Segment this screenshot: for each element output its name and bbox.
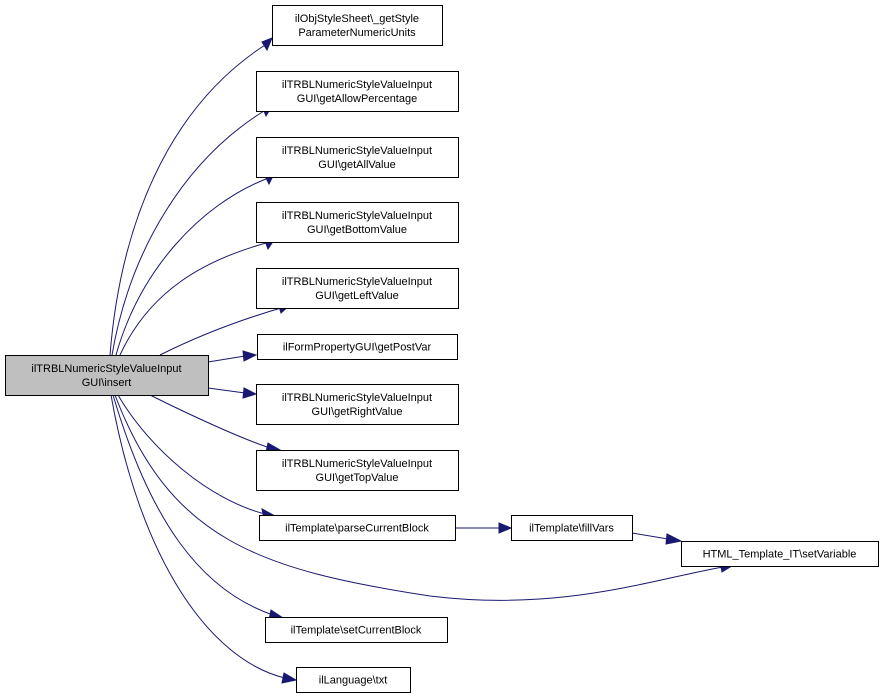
node-label: ilTemplate\parseCurrentBlock bbox=[285, 523, 429, 535]
node-label: ilTRBLNumericStyleValueInput bbox=[31, 363, 181, 375]
nodes-layer: ilTRBLNumericStyleValueInputGUI\insertil… bbox=[5, 5, 879, 693]
node-label: ilTRBLNumericStyleValueInput bbox=[282, 210, 432, 222]
node-label: ilLanguage\txt bbox=[319, 675, 388, 687]
arrowhead-icon bbox=[498, 522, 513, 534]
edge-n10-to-n11 bbox=[631, 532, 683, 545]
node-box[interactable] bbox=[511, 515, 633, 541]
node-box[interactable] bbox=[256, 202, 459, 243]
node-box[interactable] bbox=[5, 355, 209, 396]
node-label: GUI\getTopValue bbox=[316, 472, 399, 484]
edge-line bbox=[115, 178, 267, 356]
edge-n9-to-n10 bbox=[455, 522, 513, 534]
node-label: GUI\getAllowPercentage bbox=[297, 93, 417, 105]
node-box[interactable] bbox=[265, 617, 448, 643]
function-node[interactable]: ilTRBLNumericStyleValueInputGUI\getTopVa… bbox=[256, 450, 459, 491]
node-box[interactable] bbox=[257, 334, 458, 360]
function-node[interactable]: ilTRBLNumericStyleValueInputGUI\getAllVa… bbox=[256, 137, 459, 178]
function-node[interactable]: ilTRBLNumericStyleValueInputGUI\getAllow… bbox=[256, 71, 459, 112]
node-label: HTML_Template_IT\setVariable bbox=[703, 549, 857, 561]
function-node[interactable]: ilTRBLNumericStyleValueInputGUI\getRight… bbox=[256, 384, 459, 425]
node-label: GUI\getAllValue bbox=[318, 159, 395, 171]
edge-root-to-n3 bbox=[115, 173, 275, 356]
function-node[interactable]: ilTemplate\parseCurrentBlock bbox=[259, 515, 456, 541]
edge-root-to-n9 bbox=[117, 394, 277, 520]
edge-line bbox=[111, 110, 265, 356]
edge-line bbox=[110, 394, 286, 679]
edge-line bbox=[631, 532, 669, 540]
edge-root-to-n12 bbox=[112, 394, 285, 621]
node-box[interactable] bbox=[256, 137, 459, 178]
edge-line bbox=[149, 394, 271, 449]
node-label: ilTRBLNumericStyleValueInput bbox=[282, 276, 432, 288]
edge-root-to-n11 bbox=[114, 394, 737, 601]
arrowhead-icon bbox=[665, 533, 683, 545]
function-node[interactable]: ilFormPropertyGUI\getPostVar bbox=[257, 334, 458, 360]
node-label: GUI\getLeftValue bbox=[315, 290, 399, 302]
edge-root-to-n6 bbox=[207, 350, 258, 363]
node-label: ilTemplate\setCurrentBlock bbox=[291, 625, 422, 637]
edge-line bbox=[207, 387, 246, 394]
function-node[interactable]: HTML_Template_IT\setVariable bbox=[681, 541, 879, 567]
node-box[interactable] bbox=[272, 5, 443, 46]
node-label: ParameterNumericUnits bbox=[298, 27, 416, 39]
node-box[interactable] bbox=[296, 667, 411, 693]
node-label: ilTRBLNumericStyleValueInput bbox=[282, 392, 432, 404]
node-label: ilTRBLNumericStyleValueInput bbox=[282, 79, 432, 91]
edge-root-to-n7 bbox=[207, 387, 258, 399]
node-label: GUI\getBottomValue bbox=[307, 224, 407, 236]
function-node[interactable]: ilObjStyleSheet\_getStyleParameterNumeri… bbox=[272, 5, 443, 46]
node-box[interactable] bbox=[681, 541, 879, 567]
arrowhead-icon bbox=[242, 387, 258, 399]
node-box[interactable] bbox=[259, 515, 456, 541]
edge-root-to-n1 bbox=[109, 37, 273, 356]
function-node[interactable]: ilTemplate\fillVars bbox=[511, 515, 633, 541]
node-label: ilTemplate\fillVars bbox=[529, 523, 614, 535]
arrowhead-icon bbox=[242, 350, 258, 362]
edge-line bbox=[119, 242, 267, 356]
edge-root-to-n2 bbox=[111, 105, 273, 356]
node-box[interactable] bbox=[256, 384, 459, 425]
node-label: GUI\getRightValue bbox=[312, 406, 403, 418]
function-node[interactable]: ilTRBLNumericStyleValueInputGUI\getLeftV… bbox=[256, 268, 459, 309]
function-node[interactable]: ilLanguage\txt bbox=[296, 667, 411, 693]
node-box[interactable] bbox=[256, 268, 459, 309]
node-box[interactable] bbox=[256, 71, 459, 112]
node-label: ilTRBLNumericStyleValueInput bbox=[282, 145, 432, 157]
node-label: GUI\insert bbox=[82, 377, 132, 389]
arrowhead-icon bbox=[261, 37, 273, 52]
edge-root-to-n13 bbox=[110, 394, 298, 684]
edge-line bbox=[114, 394, 724, 601]
function-node[interactable]: ilTRBLNumericStyleValueInputGUI\getBotto… bbox=[256, 202, 459, 243]
node-label: ilTRBLNumericStyleValueInput bbox=[282, 458, 432, 470]
function-node[interactable]: ilTemplate\setCurrentBlock bbox=[265, 617, 448, 643]
edge-line bbox=[112, 394, 274, 616]
edge-line bbox=[159, 307, 282, 356]
node-label: ilFormPropertyGUI\getPostVar bbox=[283, 342, 432, 354]
edge-line bbox=[109, 44, 266, 356]
arrowhead-icon bbox=[281, 672, 298, 684]
edge-line bbox=[117, 394, 266, 515]
node-box[interactable] bbox=[256, 450, 459, 491]
node-label: ilObjStyleSheet\_getStyle bbox=[295, 13, 419, 25]
edge-line bbox=[207, 355, 246, 363]
